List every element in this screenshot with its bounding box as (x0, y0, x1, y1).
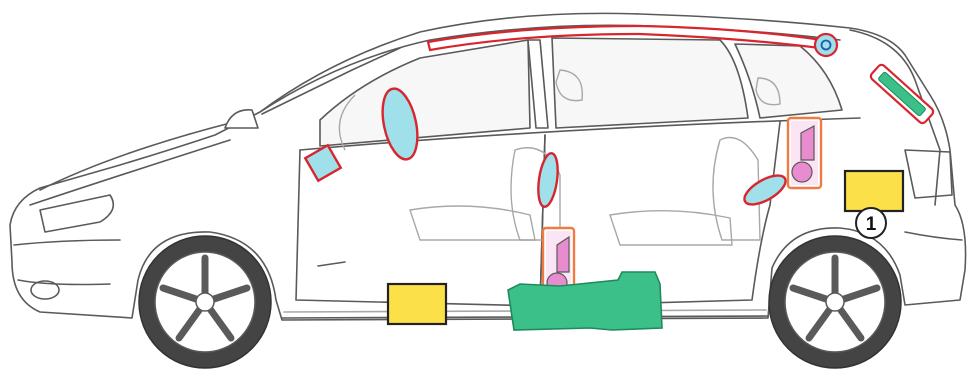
rear-hub (826, 293, 844, 311)
front-hub (196, 293, 214, 311)
side-mirror (225, 110, 258, 128)
rear-wheel (769, 236, 901, 368)
front-wheel (139, 236, 271, 368)
callout-marker-1: 1 (856, 208, 886, 238)
rear-door-window (552, 38, 748, 128)
callout-label: 1 (866, 214, 877, 235)
control-unit-front (388, 284, 446, 324)
c-pillar-sensor-module (788, 118, 821, 188)
control-unit-rear (845, 171, 903, 211)
roof-sensor (815, 34, 837, 56)
